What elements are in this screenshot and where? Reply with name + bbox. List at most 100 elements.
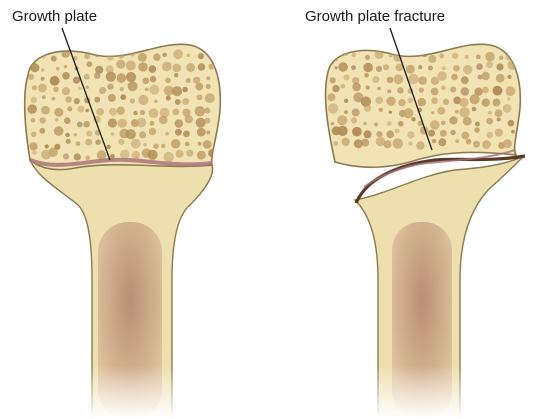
bone-pore	[45, 144, 49, 148]
right-bone	[326, 44, 525, 419]
bone-pore	[437, 71, 446, 80]
bone-pore	[428, 66, 433, 71]
bone-pore	[74, 153, 81, 160]
bone-pore	[65, 96, 72, 103]
bone-pore	[386, 131, 394, 139]
bone-pore	[182, 98, 189, 105]
bone-pore	[408, 142, 412, 146]
bone-pore	[117, 107, 125, 115]
bone-pore	[76, 141, 81, 146]
bone-pore	[31, 118, 36, 123]
bone-pore	[419, 88, 424, 93]
bone-pore	[408, 74, 418, 84]
bone-pore	[503, 104, 512, 113]
bone-pore	[118, 139, 124, 145]
bone-pore	[511, 130, 515, 134]
bone-pore	[172, 86, 182, 96]
bone-pore	[364, 130, 372, 138]
bone-pore	[62, 87, 70, 95]
bone-pore	[150, 121, 155, 126]
bone-pore	[376, 131, 382, 137]
bone-pore	[86, 86, 89, 89]
bone-pore	[106, 72, 116, 82]
bone-pore	[41, 77, 45, 81]
bone-pore	[352, 53, 356, 57]
bone-pore	[165, 78, 171, 84]
bone-pore	[173, 49, 183, 59]
bone-pore	[389, 111, 392, 114]
bone-pore	[195, 106, 205, 116]
bone-pore	[186, 78, 191, 83]
bone-pore	[364, 105, 371, 112]
bone-pore	[363, 122, 367, 126]
bone-pore	[143, 143, 146, 146]
bone-pore	[175, 99, 181, 105]
bone-pore	[174, 73, 178, 77]
bone-pore	[182, 87, 188, 93]
bone-pore	[338, 126, 348, 136]
bone-pore	[196, 118, 206, 128]
bone-pore	[487, 132, 493, 138]
bone-pore	[185, 142, 190, 147]
bone-pore	[437, 107, 445, 115]
bone-pore	[149, 85, 159, 95]
bone-pore	[441, 85, 446, 90]
bone-pore	[197, 94, 203, 100]
bone-pore	[397, 87, 403, 93]
bone-pore	[120, 94, 126, 100]
bone-pore	[328, 93, 336, 101]
bone-pore	[416, 141, 425, 150]
bone-pore	[138, 95, 148, 105]
bone-pore	[165, 132, 169, 136]
bone-pore	[495, 109, 503, 117]
bone-pore	[432, 139, 436, 143]
bone-pore	[384, 140, 392, 148]
bone-pore	[118, 119, 127, 128]
bone-pore	[461, 132, 469, 140]
bone-pore	[128, 81, 138, 91]
bone-pore	[175, 129, 182, 136]
bone-pore	[407, 131, 414, 138]
bone-pore	[185, 115, 193, 123]
bone-pore	[54, 126, 64, 136]
bone-pore	[374, 122, 378, 126]
bone-pore	[497, 117, 501, 121]
bone-pore	[372, 76, 379, 83]
bone-pore	[439, 53, 444, 58]
bone-pore	[451, 74, 458, 81]
bone-pore	[408, 98, 414, 104]
bone-pore	[66, 139, 71, 144]
bone-pore	[107, 83, 113, 89]
bone-pore	[74, 133, 77, 136]
bone-pore	[166, 96, 171, 101]
bone-pore	[376, 96, 384, 104]
bone-pore	[186, 150, 193, 157]
bone-pore	[332, 85, 339, 92]
bone-pore	[449, 116, 457, 124]
bone-pore	[51, 56, 57, 62]
bone-pore	[138, 53, 147, 62]
bone-pore	[197, 128, 206, 137]
bone-pore	[461, 87, 470, 96]
bone-pore	[64, 65, 67, 68]
bone-pore	[342, 138, 350, 146]
bone-pore	[148, 150, 158, 160]
bone-pore	[352, 127, 362, 137]
bone-pore	[450, 87, 456, 93]
bone-pore	[153, 54, 160, 61]
bone-pore	[352, 108, 360, 116]
bone-pore	[205, 93, 215, 103]
bone-pore	[186, 63, 195, 72]
bone-pore	[383, 64, 389, 70]
bone-pore	[133, 111, 137, 115]
bone-pore	[482, 72, 490, 80]
bone-pore	[176, 150, 184, 158]
bone-pore	[333, 141, 338, 146]
bone-pore	[204, 118, 210, 124]
bone-pore	[463, 117, 472, 126]
bone-pore	[150, 76, 156, 82]
bone-pore	[206, 84, 211, 89]
bone-pore	[482, 140, 491, 149]
bone-pore	[87, 61, 93, 67]
